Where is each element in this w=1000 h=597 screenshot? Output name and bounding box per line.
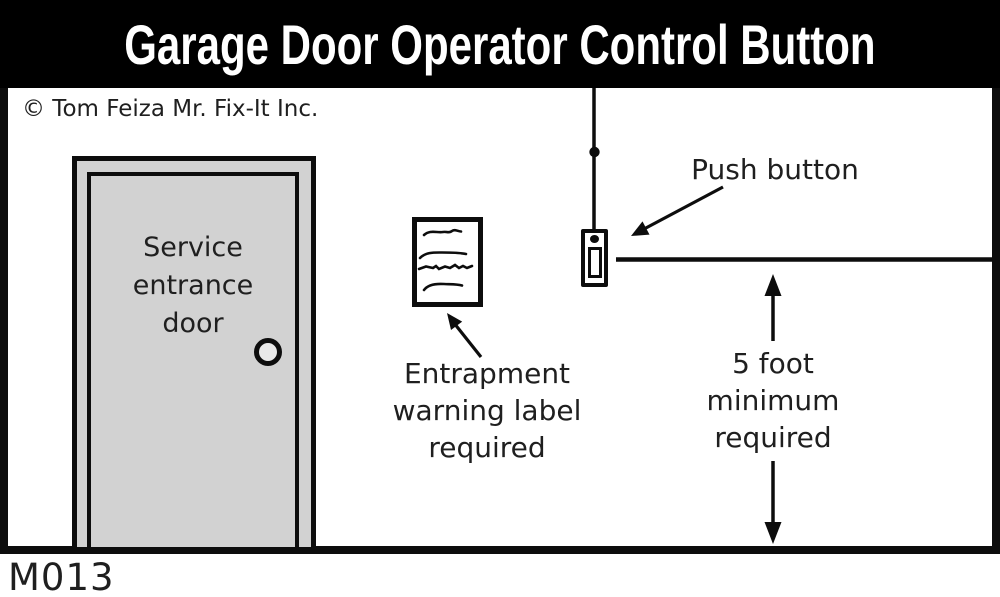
copyright-text: © Tom Feiza Mr. Fix-It Inc. <box>22 96 319 122</box>
push-button-led-dot <box>590 235 599 243</box>
figure-code: M013 <box>8 556 115 597</box>
push-button-key <box>588 247 602 278</box>
push-button-arrow <box>631 185 724 236</box>
clearance-label-line-2: minimum <box>706 384 840 417</box>
title-band: Garage Door Operator Control Button <box>0 0 1000 88</box>
door-label: Service entrance door <box>87 229 299 343</box>
push-button-label: Push button <box>691 153 859 186</box>
entrapment-label-line-1: Entrapment <box>403 357 571 390</box>
clearance-label-line-3: required <box>714 421 832 454</box>
door-label-line-3: door <box>162 308 224 339</box>
entrapment-label: Entrapment warning label required <box>377 355 597 466</box>
clearance-label-line-1: 5 foot <box>732 347 814 380</box>
wire-junction-dot <box>589 146 600 158</box>
entrapment-label-line-2: warning label <box>392 394 582 427</box>
entrapment-arrow <box>447 313 483 358</box>
entrapment-warning-label-card <box>412 217 483 307</box>
floor-line <box>0 546 1000 554</box>
frame-border-right <box>992 88 1000 554</box>
entrapment-label-line-3: required <box>428 431 546 464</box>
door-knob-icon <box>254 338 282 366</box>
frame-border-left <box>0 88 8 554</box>
door-label-line-2: entrance <box>132 270 254 301</box>
door-label-line-1: Service <box>143 232 243 263</box>
diagram-title: Garage Door Operator Control Button <box>124 12 876 76</box>
clearance-label: 5 foot minimum required <box>678 345 868 456</box>
